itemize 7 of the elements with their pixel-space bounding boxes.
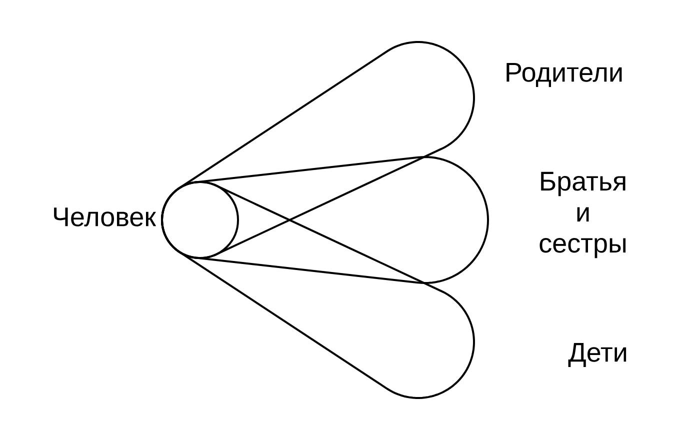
teardrop-shape (161, 156, 489, 284)
node-label: Человек (54, 208, 156, 226)
node-label: Братья и сестры (540, 172, 626, 258)
node-label: Дети (568, 343, 626, 367)
circle-shape (161, 181, 239, 259)
teardrop-shape (161, 181, 475, 399)
node-label: Родители (506, 63, 622, 87)
